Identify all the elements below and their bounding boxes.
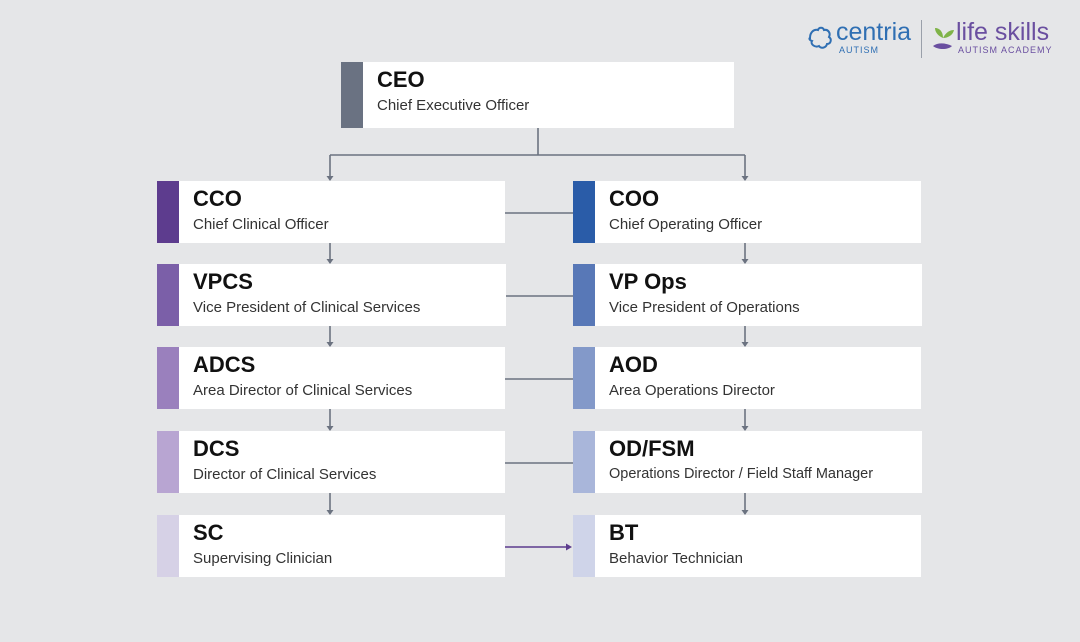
od-fsm-color-bar [573, 431, 595, 493]
coo-abbr: COO [609, 186, 660, 211]
centria-sub: AUTISM [839, 45, 880, 55]
cco-color-bar [157, 181, 179, 243]
cco-title: Chief Clinical Officer [193, 216, 329, 233]
bt-abbr: BT [609, 520, 639, 545]
lifeskills-name: life skills [956, 18, 1050, 46]
bt-title: Behavior Technician [609, 550, 743, 567]
dcs-abbr: DCS [193, 436, 240, 461]
od-fsm-box: OD/FSM Operations Director / Field Staff… [573, 431, 922, 493]
clinical-level-arrow-1 [326, 342, 334, 347]
ops-level-arrow-0 [741, 259, 749, 264]
sc-abbr: SC [193, 520, 224, 545]
sprout-hand-icon [933, 28, 954, 49]
dcs-title: Director of Clinical Services [193, 466, 377, 483]
dcs-box: DCS Director of Clinical Services [157, 431, 505, 493]
adcs-title: Area Director of Clinical Services [193, 382, 413, 399]
clinical-level-arrow-0 [326, 259, 334, 264]
aod-title: Area Operations Director [609, 382, 775, 399]
adcs-abbr: ADCS [193, 352, 256, 377]
coo-title: Chief Operating Officer [609, 216, 763, 233]
clinical-level-arrow-3 [326, 510, 334, 515]
aod-abbr: AOD [609, 352, 658, 377]
cco-abbr: CCO [193, 186, 242, 211]
od-fsm-abbr: OD/FSM [609, 436, 695, 461]
od-fsm-title: Operations Director / Field Staff Manage… [609, 466, 874, 482]
cco-box: CCO Chief Clinical Officer [157, 181, 505, 243]
vpcs-box: VPCS Vice President of Clinical Services [157, 264, 506, 326]
ceo-to-coo-arrow [741, 176, 749, 181]
vpcs-abbr: VPCS [193, 269, 253, 294]
ops-level-arrow-1 [741, 342, 749, 347]
ceo-to-cco-arrow [326, 176, 334, 181]
adcs-box: ADCS Area Director of Clinical Services [157, 347, 505, 409]
adcs-color-bar [157, 347, 179, 409]
vp-ops-title: Vice President of Operations [609, 299, 800, 316]
ceo-title: Chief Executive Officer [377, 97, 530, 114]
ops-level-arrow-2 [741, 426, 749, 431]
sc-color-bar [157, 515, 179, 577]
lifeskills-sub: AUTISM ACADEMY [958, 45, 1053, 55]
vp-ops-color-bar [573, 264, 595, 326]
vp-ops-abbr: VP Ops [609, 269, 687, 294]
aod-box: AOD Area Operations Director [573, 347, 921, 409]
bt-box: BT Behavior Technician [573, 515, 921, 577]
sc-to-bt-arrow [566, 543, 572, 551]
aod-color-bar [573, 347, 595, 409]
vpcs-color-bar [157, 264, 179, 326]
coo-color-bar [573, 181, 595, 243]
ceo-color-bar [341, 62, 363, 128]
ceo-abbr: CEO [377, 67, 425, 92]
ops-level-arrow-3 [741, 510, 749, 515]
bt-color-bar [573, 515, 595, 577]
vpcs-title: Vice President of Clinical Services [193, 299, 421, 316]
vp-ops-box: VP Ops Vice President of Operations [573, 264, 922, 326]
centria-puzzle-icon [808, 26, 832, 49]
logo-divider [921, 20, 922, 58]
clinical-level-arrow-2 [326, 426, 334, 431]
lifeskills-logo: life skills AUTISM ACADEMY [930, 18, 1060, 58]
centria-name: centria [836, 18, 912, 46]
coo-box: COO Chief Operating Officer [573, 181, 921, 243]
ceo-box: CEO Chief Executive Officer [341, 62, 734, 128]
centria-logo: centria AUTISM [806, 18, 918, 58]
dcs-color-bar [157, 431, 179, 493]
sc-box: SC Supervising Clinician [157, 515, 505, 577]
sc-title: Supervising Clinician [193, 550, 333, 567]
